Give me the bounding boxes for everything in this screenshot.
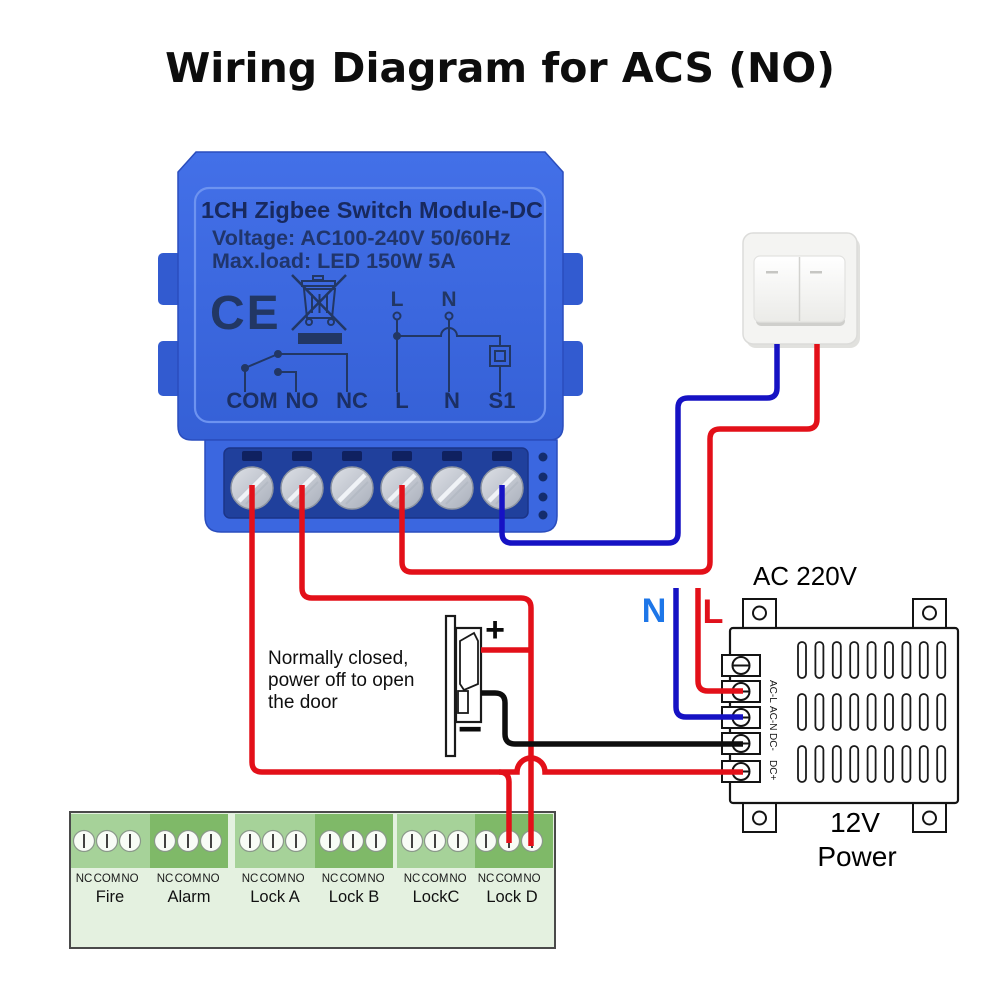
- group-label-lock-c: LockC: [413, 888, 460, 906]
- psu-terminal-labels: AC-L AC-N DC- DC+: [767, 680, 778, 780]
- zigbee-module: 1CH Zigbee Switch Module-DC Voltage: AC1…: [158, 151, 583, 533]
- wire-s1-blue: [499, 344, 780, 546]
- psu-line-label: L: [703, 593, 724, 631]
- wire-com-to-dc-plus-red: [499, 755, 743, 775]
- electric-lock: + −: [444, 611, 505, 758]
- rocker-indicator-left: [766, 271, 778, 274]
- psu-vent-grid: [797, 641, 947, 783]
- pin-label: NO: [202, 873, 219, 885]
- group-label-lock-a: Lock A: [250, 888, 300, 906]
- pin-label: NC: [157, 873, 174, 885]
- pin-label: COM: [340, 873, 367, 885]
- psu-output-word: Power: [817, 841, 896, 872]
- group-label-fire: Fire: [96, 888, 124, 906]
- pin-label: COM: [422, 873, 449, 885]
- module-terminal-labels: COM NO NC L N S1: [226, 388, 515, 413]
- psu-term-acl: AC-L: [767, 680, 778, 703]
- circuit-n-label: N: [441, 288, 456, 311]
- rocker-indicator-right: [810, 271, 822, 274]
- pin-label: NC: [242, 873, 259, 885]
- terminal-label-no: NO: [286, 388, 319, 413]
- module-side-clips: [158, 253, 583, 396]
- pin-label: COM: [94, 873, 121, 885]
- pin-label: NO: [523, 873, 540, 885]
- power-circuit-symbol: [392, 311, 511, 392]
- psu-neutral-label: N: [642, 592, 667, 630]
- wire-mains-neutral-blue: [673, 588, 743, 720]
- lock-latch: [459, 631, 479, 692]
- lock-note: Normally closed, power off to open the d…: [268, 648, 414, 713]
- psu-case: [728, 626, 960, 805]
- note-line-3: the door: [268, 692, 338, 713]
- note-line-1: Normally closed,: [268, 648, 408, 669]
- pin-label: NO: [449, 873, 466, 885]
- terminal-label-nc: NC: [336, 388, 368, 413]
- pin-label: NO: [121, 873, 138, 885]
- module-wire-slots: [242, 451, 512, 461]
- module-name: 1CH Zigbee Switch Module-DC: [201, 197, 543, 223]
- wire-mains-line-red: [695, 588, 743, 694]
- pin-label: COM: [260, 873, 287, 885]
- wire-com-red: [249, 485, 512, 843]
- terminal-block-screws: [72, 829, 544, 853]
- terminal-label-n: N: [444, 388, 460, 413]
- psu-output-voltage: 12V: [830, 807, 880, 838]
- module-pairing-holes: [538, 452, 548, 520]
- wire-lock-negative-black: [481, 690, 743, 747]
- pin-label: NC: [404, 873, 421, 885]
- group-label-lock-d: Lock D: [486, 888, 537, 906]
- pin-label: NC: [322, 873, 339, 885]
- wall-switch: [742, 232, 860, 348]
- lock-plus-sign: +: [485, 611, 505, 649]
- page-title: Wiring Diagram for ACS (NO): [165, 44, 835, 92]
- terminal-label-com: COM: [226, 388, 277, 413]
- weee-bin-icon: [291, 274, 347, 344]
- wiring: [249, 344, 820, 846]
- lock-minus-sign: −: [458, 705, 483, 752]
- group-label-alarm: Alarm: [167, 888, 210, 906]
- module-label-panel: [193, 186, 547, 424]
- relay-terminal-block: NC COM NO NC COM NO NC COM NO NC COM NO …: [69, 811, 556, 949]
- module-max-load: Max.load: LED 150W 5A: [212, 249, 456, 273]
- psu-ac-input-label: AC 220V: [753, 561, 858, 591]
- lock-detail-block: [457, 690, 469, 714]
- pin-label: NC: [478, 873, 495, 885]
- pin-label: COM: [175, 873, 202, 885]
- note-line-2: power off to open: [268, 670, 414, 691]
- psu-term-acn: AC-N: [767, 706, 778, 730]
- module-voltage: Voltage: AC100-240V 50/60Hz: [212, 226, 511, 250]
- psu-term-dcp: DC+: [767, 760, 778, 780]
- wire-no-red: [299, 485, 534, 846]
- lock-back-plate: [444, 614, 457, 758]
- pin-label: COM: [496, 873, 523, 885]
- group-label-lock-b: Lock B: [329, 888, 379, 906]
- terminal-label-s1: S1: [489, 388, 516, 413]
- circuit-l-label: L: [391, 288, 404, 311]
- wire-live-switch-red: [399, 344, 820, 575]
- relay-symbol: [241, 350, 348, 392]
- pin-label: NC: [76, 873, 93, 885]
- terminal-block-pin-labels: NC COM NO NC COM NO NC COM NO NC COM NO …: [76, 873, 541, 885]
- terminal-block-group-names: Fire Alarm Lock A Lock B LockC Lock D: [96, 888, 538, 906]
- ce-mark-icon: CE: [210, 287, 281, 340]
- psu-term-dcm: DC-: [767, 733, 778, 751]
- pin-label: NO: [287, 873, 304, 885]
- pin-label: NO: [367, 873, 384, 885]
- terminal-label-l: L: [395, 388, 408, 413]
- power-supply: AC-L AC-N DC- DC+ AC 220V N L 12V Power: [642, 561, 960, 872]
